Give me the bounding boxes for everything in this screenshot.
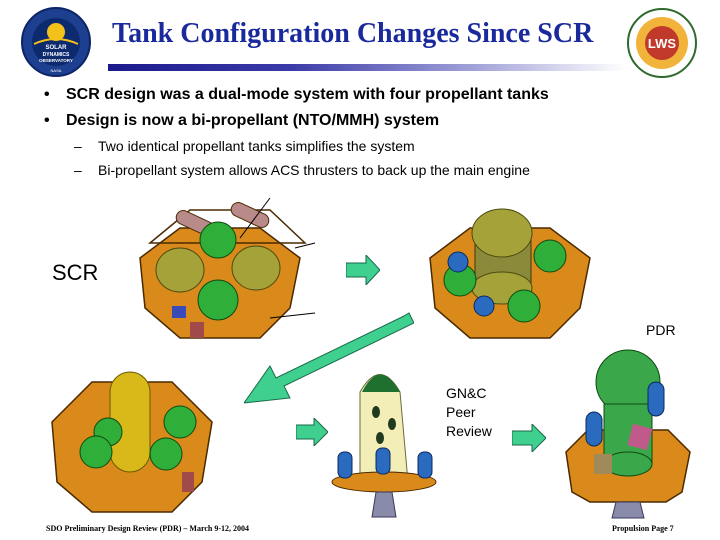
lws-logo: LWS [627, 8, 697, 78]
bullet-dot-icon: • [44, 112, 50, 129]
gnc-review-spacecraft-render [331, 374, 437, 518]
arrow-right-icon [512, 424, 546, 452]
sdo-logo-text-3: OBSERVATORY [39, 58, 73, 63]
slide-title: Tank Configuration Changes Since SCR [112, 18, 594, 49]
bullet-item: • Design is now a bi-propellant (NTO/MMH… [44, 112, 684, 138]
sdo-logo-text-2: DYNAMICS [43, 52, 70, 58]
sdo-logo-text-1: SOLAR [46, 45, 68, 51]
lws-logo-text: LWS [648, 36, 676, 51]
two-tank-spacecraft-render [51, 371, 213, 513]
bipropellant-spacecraft-render [429, 208, 591, 339]
scr-spacecraft-render [139, 197, 316, 339]
sub-bullet-dash-icon: – [74, 162, 82, 178]
sub-bullet-dash-icon: – [74, 138, 82, 154]
sub-bullet-text: Two identical propellant tanks simplifie… [98, 138, 415, 154]
sub-bullet-text: Bi-propellant system allows ACS thruster… [98, 162, 530, 178]
sub-bullet-item: – Two identical propellant tanks simplif… [44, 138, 684, 162]
footer-page-number: Propulsion Page 7 [612, 524, 674, 533]
bullet-item: • SCR design was a dual-mode system with… [44, 86, 684, 112]
arrow-right-icon [346, 255, 380, 285]
sdo-logo: SOLAR DYNAMICS OBSERVATORY NASA [21, 7, 91, 77]
pdr-spacecraft-render [565, 349, 691, 519]
gnc-label-line: Peer [446, 404, 476, 420]
scr-label: SCR [52, 260, 99, 285]
bullet-text: SCR design was a dual-mode system with f… [66, 86, 549, 103]
bullet-text: Design is now a bi-propellant (NTO/MMH) … [66, 112, 440, 129]
gnc-label-line: Review [446, 423, 492, 439]
bullet-dot-icon: • [44, 86, 50, 103]
gnc-peer-review-label: GN&C Peer Review [446, 384, 492, 441]
arrow-right-icon [296, 418, 328, 446]
gnc-label-line: GN&C [446, 385, 487, 401]
footer-left-text: SDO Preliminary Design Review (PDR) – Ma… [46, 524, 250, 533]
sdo-logo-text-4: NASA [51, 68, 62, 73]
pdr-label: PDR [646, 322, 676, 338]
title-underline-bar [108, 64, 626, 71]
bullet-list: • SCR design was a dual-mode system with… [44, 86, 684, 186]
arrow-diagonal-icon [244, 312, 414, 404]
sub-bullet-item: – Bi-propellant system allows ACS thrust… [44, 162, 684, 186]
